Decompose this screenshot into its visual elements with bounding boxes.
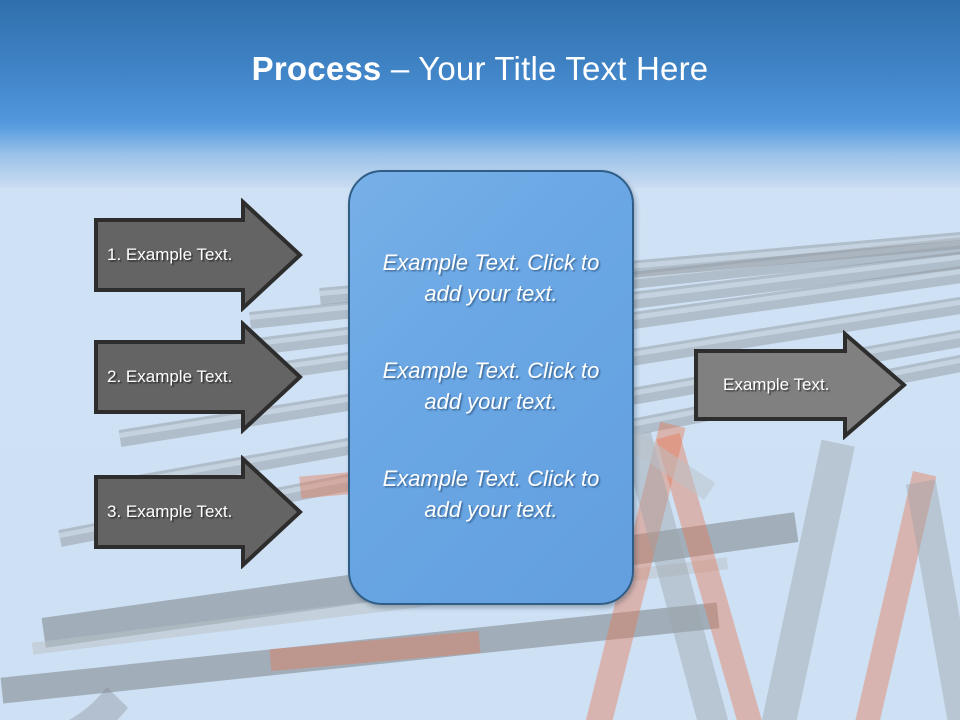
output-arrow[interactable]: Example Text. [693, 330, 907, 440]
input-arrow-1-label: 1. Example Text. [107, 245, 233, 264]
arrow-right-icon [694, 330, 907, 440]
input-arrow-1[interactable]: 1. Example Text. [93, 198, 303, 312]
process-box-paragraph-3: Example Text. Click to add your text. [382, 465, 600, 522]
process-box-paragraph-2: Example Text. Click to add your text. [382, 357, 600, 414]
arrow-right-icon [94, 455, 303, 569]
page-title-strong: Process [251, 50, 382, 87]
input-arrow-2[interactable]: 2. Example Text. [93, 320, 303, 434]
output-arrow-label: Example Text. [723, 375, 830, 394]
process-box-paragraph-1: Example Text. Click to add your text. [382, 249, 600, 306]
arrow-right-icon [94, 320, 303, 434]
input-arrow-2-label: 2. Example Text. [107, 367, 233, 386]
input-arrow-3-label: 3. Example Text. [107, 502, 233, 521]
input-arrow-3[interactable]: 3. Example Text. [93, 455, 303, 569]
page-title-rest: – Your Title Text Here [381, 50, 709, 87]
process-box[interactable]: Example Text. Click to add your text. Ex… [348, 170, 634, 605]
title-band [0, 0, 960, 128]
page-title: Process – Your Title Text Here [0, 49, 960, 89]
arrow-right-icon [94, 198, 303, 312]
